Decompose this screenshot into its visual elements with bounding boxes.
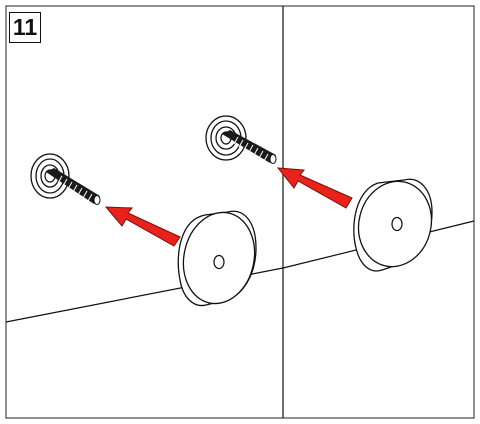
left-direction-arrow [104,206,181,247]
right-cover-disc [353,178,433,272]
right-direction-arrow [276,167,353,209]
right-threaded-bolt [222,130,277,164]
step-number-badge: 11 [9,12,41,43]
left-cover-disc [177,210,257,307]
left-threaded-bolt [46,168,101,205]
right-wall-washer [205,115,247,161]
